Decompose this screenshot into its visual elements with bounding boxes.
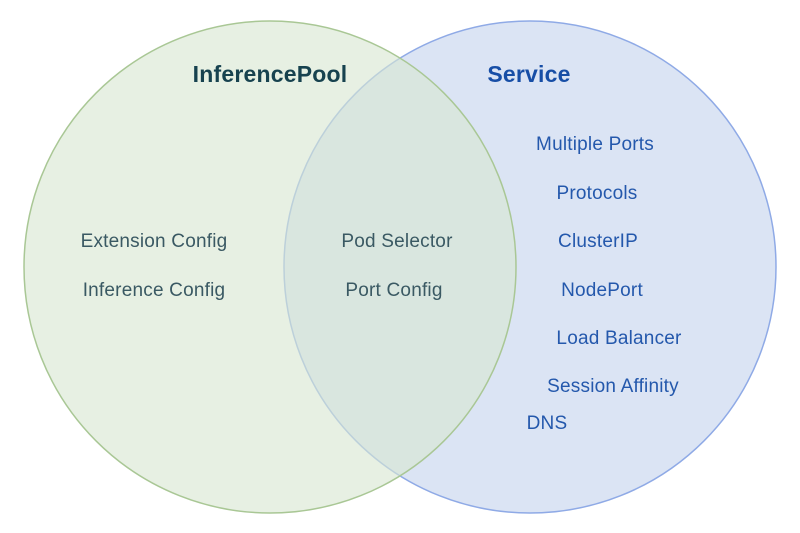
service-item-session-affinity: Session Affinity <box>547 376 679 397</box>
service-item-dns: DNS <box>526 413 568 434</box>
service-item-protocols: Protocols <box>556 183 638 204</box>
inferencepool-title: InferencePool <box>192 61 348 87</box>
overlap-item-port-config: Port Config <box>345 280 443 301</box>
inferencepool-circle <box>23 20 517 514</box>
inferencepool-item-extension-config: Extension Config <box>80 231 228 252</box>
service-item-nodeport: NodePort <box>561 280 643 301</box>
overlap-item-pod-selector: Pod Selector <box>341 231 453 252</box>
service-item-multiple-ports: Multiple Ports <box>536 134 654 155</box>
service-item-clusterip: ClusterIP <box>558 231 638 252</box>
inferencepool-item-inference-config: Inference Config <box>82 280 226 301</box>
service-item-load-balancer: Load Balancer <box>556 328 682 349</box>
service-title: Service <box>487 61 571 87</box>
